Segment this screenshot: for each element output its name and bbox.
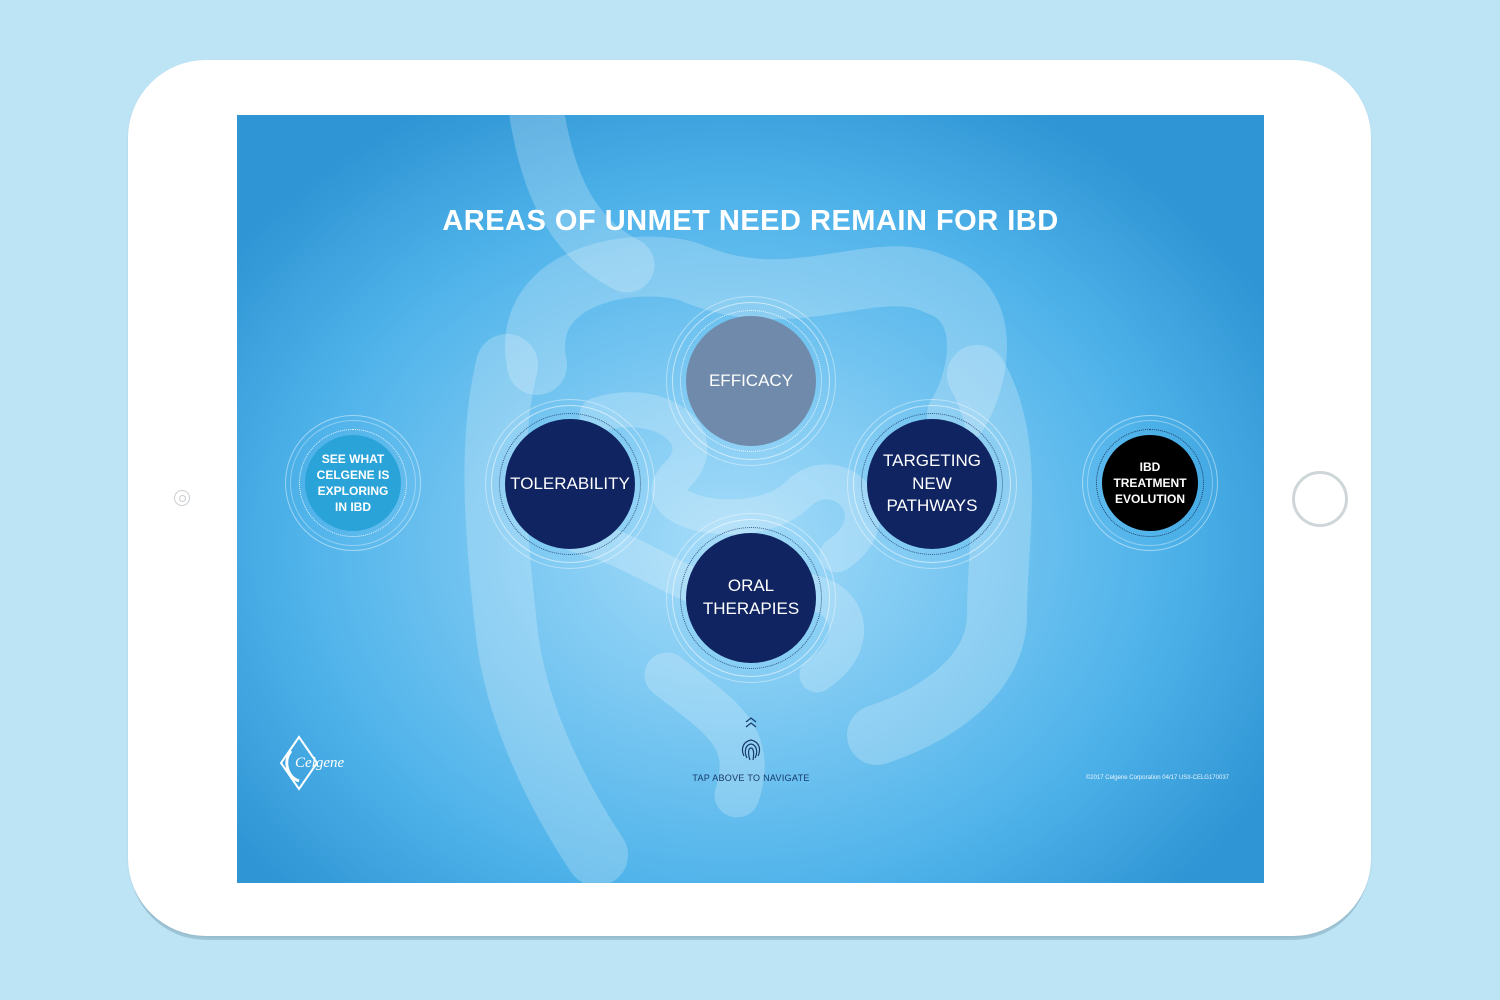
explore-ibd-core: SEE WHAT CELGENE IS EXPLORING IN IBD xyxy=(305,435,401,531)
celgene-logo-text: Celgene xyxy=(295,755,345,771)
celgene-logo: Celgene xyxy=(277,733,357,793)
chevron-up-icon xyxy=(745,717,757,728)
celgene-logo-mark xyxy=(279,735,319,791)
treatment-evolution-button[interactable]: IBD TREATMENT EVOLUTION xyxy=(1082,415,1218,551)
oral-therapies-button[interactable]: ORAL THERAPIES xyxy=(666,513,836,683)
tolerability-label: TOLERABILITY xyxy=(510,473,630,493)
targeting-pathways-core: TARGETING NEW PATHWAYS xyxy=(867,419,997,549)
nav-hint-label: TAP ABOVE TO NAVIGATE xyxy=(692,773,810,783)
page-title: AREAS OF UNMET NEED REMAIN FOR IBD xyxy=(442,205,1059,237)
treatment-evolution-label: IBD TREATMENT EVOLUTION xyxy=(1113,459,1187,507)
efficacy-button[interactable]: EFFICACY xyxy=(666,296,836,466)
camera-icon xyxy=(174,490,190,506)
oral-therapies-core: ORAL THERAPIES xyxy=(686,533,816,663)
tolerability-button[interactable]: TOLERABILITY xyxy=(485,399,655,569)
targeting-pathways-button[interactable]: TARGETING NEW PATHWAYS xyxy=(847,399,1017,569)
tolerability-core: TOLERABILITY xyxy=(505,419,635,549)
app-screen: AREAS OF UNMET NEED REMAIN FOR IBD SEE W… xyxy=(237,115,1264,883)
tap-to-navigate[interactable]: TAP ABOVE TO NAVIGATE xyxy=(678,715,824,783)
oral-therapies-label: ORAL THERAPIES xyxy=(702,576,800,618)
explore-ibd-button[interactable]: SEE WHAT CELGENE IS EXPLORING IN IBD xyxy=(285,415,421,551)
efficacy-core: EFFICACY xyxy=(686,316,816,446)
targeting-pathways-label: TARGETING NEW PATHWAYS xyxy=(883,450,981,516)
explore-ibd-label: SEE WHAT CELGENE IS EXPLORING IN IBD xyxy=(316,451,390,515)
home-button[interactable] xyxy=(1292,471,1348,527)
copyright-footer: ©2017 Celgene Corporation 04/17 USII-CEL… xyxy=(1085,775,1229,781)
efficacy-label: EFFICACY xyxy=(708,370,794,390)
fingerprint-icon xyxy=(741,739,761,761)
treatment-evolution-core: IBD TREATMENT EVOLUTION xyxy=(1102,435,1198,531)
